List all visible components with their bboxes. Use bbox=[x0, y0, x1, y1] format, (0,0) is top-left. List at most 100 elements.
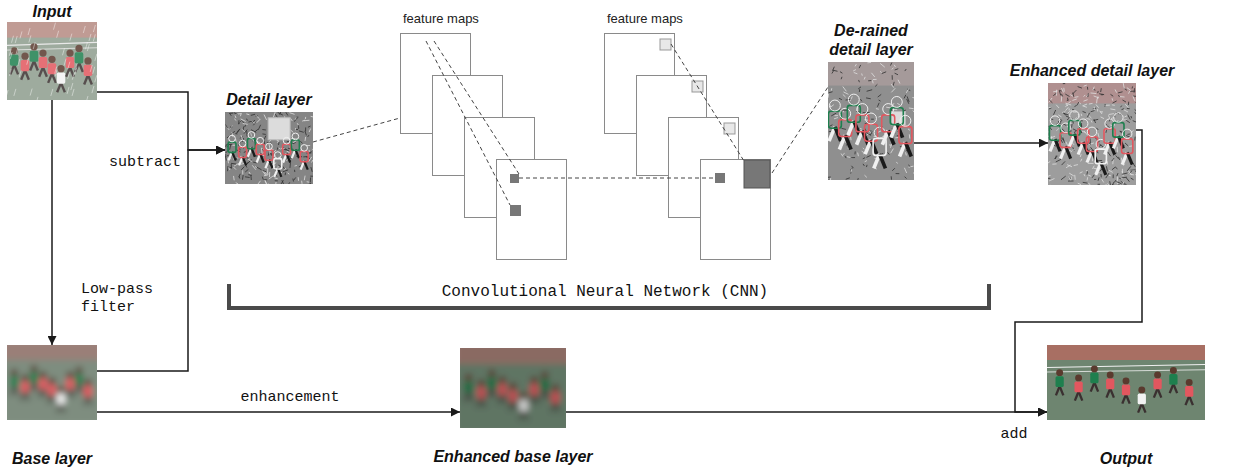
drawing-line bbox=[1123, 119, 1127, 120]
drawing-circle bbox=[1078, 119, 1087, 128]
drawing-line bbox=[872, 80, 874, 83]
drawing-line bbox=[1127, 108, 1130, 109]
drawing-circle bbox=[1186, 379, 1193, 386]
drawing-line bbox=[1088, 163, 1094, 164]
drawing-line bbox=[1099, 144, 1103, 147]
drawing-line bbox=[286, 151, 290, 153]
drawing-line bbox=[264, 115, 267, 120]
drawing-line bbox=[86, 96, 88, 100]
drawing-line bbox=[1080, 172, 1083, 173]
drawing-line bbox=[19, 70, 21, 77]
drawing-line bbox=[1121, 109, 1124, 110]
drawing-line bbox=[264, 174, 268, 176]
drawing-line bbox=[880, 63, 885, 67]
panel-heading: feature maps bbox=[604, 12, 683, 27]
drawing-line bbox=[898, 80, 900, 84]
drawing-circle bbox=[85, 379, 92, 386]
drawing-rect bbox=[1074, 382, 1082, 393]
drawing-line bbox=[305, 131, 307, 136]
drawing-line bbox=[1102, 179, 1104, 182]
drawing-line bbox=[1128, 102, 1129, 105]
drawing-line bbox=[871, 119, 874, 120]
drawing-circle bbox=[266, 143, 273, 150]
drawing-line bbox=[234, 115, 236, 118]
drawing-line bbox=[72, 89, 74, 96]
drawing-line bbox=[230, 126, 231, 128]
drawing-line bbox=[1108, 183, 1110, 185]
player-figure bbox=[1122, 377, 1130, 403]
drawing-circle bbox=[257, 137, 264, 144]
drawing-line bbox=[1079, 392, 1083, 401]
drawing-line bbox=[1131, 169, 1136, 170]
photo-content bbox=[460, 348, 566, 428]
drawing-line bbox=[1126, 395, 1130, 404]
drawing-line bbox=[1118, 184, 1119, 185]
drawing-line bbox=[28, 28, 30, 35]
drawing-line bbox=[225, 125, 227, 129]
drawing-line bbox=[434, 41, 519, 174]
drawing-line bbox=[882, 72, 886, 74]
drawing-line bbox=[1097, 96, 1099, 99]
drawing-line bbox=[296, 129, 298, 130]
drawing-line bbox=[1100, 169, 1102, 172]
drawing-line bbox=[1065, 94, 1069, 96]
drawing-rect bbox=[540, 379, 549, 390]
drawing-line bbox=[226, 155, 228, 157]
drawing-line bbox=[1090, 139, 1091, 144]
drawing-line bbox=[890, 144, 891, 148]
drawing-line bbox=[256, 116, 259, 119]
drawing-line bbox=[249, 172, 251, 174]
drawing-line bbox=[878, 116, 881, 117]
drawing-line bbox=[255, 166, 257, 167]
drawing-line bbox=[1059, 91, 1060, 96]
drawing-circle bbox=[531, 376, 538, 383]
drawing-rect bbox=[551, 392, 560, 403]
drawing-line bbox=[843, 92, 848, 94]
photo-thumbnail bbox=[7, 345, 97, 420]
drawing-line bbox=[1061, 119, 1063, 121]
drawing-circle bbox=[1123, 377, 1130, 384]
drawing-line bbox=[845, 156, 846, 158]
drawing-line bbox=[1098, 177, 1099, 181]
drawing-line bbox=[850, 96, 852, 100]
edge-label: enhancement bbox=[238, 389, 341, 407]
drawing-line bbox=[230, 126, 232, 129]
drawing-line bbox=[1128, 91, 1129, 94]
drawing-line bbox=[1089, 103, 1093, 105]
drawing-line bbox=[1116, 155, 1119, 158]
drawing-line bbox=[255, 129, 258, 131]
photo-content bbox=[7, 345, 97, 420]
drawing-line bbox=[1094, 179, 1096, 180]
drawing-line bbox=[1100, 88, 1102, 92]
drawing-line bbox=[896, 162, 897, 164]
drawing-rect bbox=[899, 127, 912, 144]
drawing-line bbox=[294, 177, 296, 180]
drawing-line bbox=[294, 170, 295, 172]
drawing-rect bbox=[256, 144, 264, 154]
drawing-line bbox=[860, 128, 862, 130]
drawing-line bbox=[534, 394, 538, 404]
player-figure bbox=[509, 383, 518, 411]
drawing-line bbox=[1108, 152, 1111, 156]
drawing-line bbox=[70, 34, 72, 41]
drawing-circle bbox=[11, 369, 18, 376]
drawing-line bbox=[1056, 159, 1061, 162]
drawing-line bbox=[1070, 177, 1072, 181]
drawing-line bbox=[262, 133, 265, 135]
player-figure bbox=[1049, 116, 1060, 152]
drawing-line bbox=[20, 31, 22, 38]
image-panel: Input bbox=[7, 3, 97, 100]
drawing-line bbox=[288, 173, 290, 174]
drawing-line bbox=[866, 165, 868, 167]
drawing-line bbox=[864, 77, 865, 80]
drawing-line bbox=[57, 31, 59, 38]
drawing-line bbox=[854, 72, 858, 73]
drawing-line bbox=[893, 82, 894, 86]
drawing-line bbox=[295, 117, 296, 119]
drawing-line bbox=[839, 98, 842, 100]
drawing-line bbox=[851, 168, 853, 174]
drawing-line bbox=[1117, 181, 1122, 183]
drawing-line bbox=[1115, 180, 1116, 182]
drawing-line bbox=[1061, 176, 1066, 180]
drawing-line bbox=[1050, 136, 1055, 138]
